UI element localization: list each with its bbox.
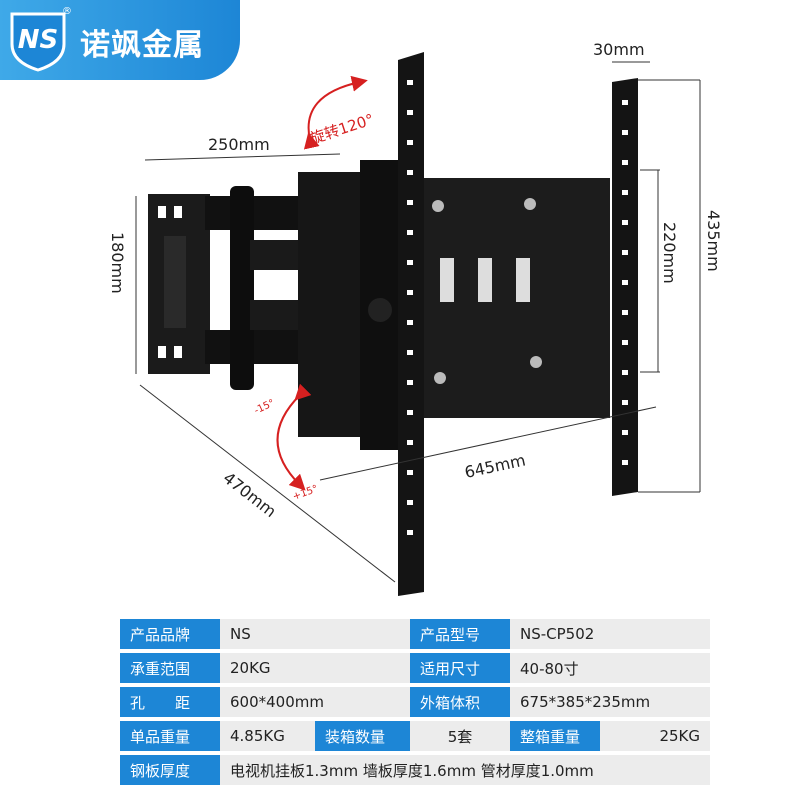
spec-row: 钢板厚度 电视机挂板1.3mm 墙板厚度1.6mm 管材厚度1.0mm [120,755,710,785]
spec-label: 产品品牌 [120,619,220,649]
ns-logo-icon: NS [10,12,66,72]
brand-name: 诺飒金属 [80,28,204,63]
tv-rail-right [612,78,638,496]
spec-value: 电视机挂板1.3mm 墙板厚度1.6mm 管材厚度1.0mm [220,755,710,785]
trademark-mark: ® [62,6,72,17]
dim-220mm: 220mm [660,222,679,284]
dim-645mm: 645mm [463,450,527,481]
svg-text:NS: NS [18,25,59,55]
dim-30mm: 30mm [593,40,645,59]
spec-value: 20KG [220,653,410,683]
product-illustration: 30mm 250mm 180mm 220mm 435mm 645mm 470mm… [108,40,723,596]
dim-180mm: 180mm [108,232,127,294]
spec-value: 25KG [600,721,710,751]
spec-table: 产品品牌 NS 产品型号 NS-CP502 承重范围 20KG 适用尺寸 40-… [120,615,710,789]
spec-value: NS [220,619,410,649]
rotate-label: 旋转120° [308,110,376,148]
spec-label: 产品型号 [410,619,510,649]
spec-label: 适用尺寸 [410,653,510,683]
spec-value: 600*400mm [220,687,410,717]
dim-435mm: 435mm [704,210,723,272]
spec-row: 单品重量 4.85KG 装箱数量 5套 整箱重量 25KG [120,721,710,751]
spec-label: 整箱重量 [510,721,600,751]
spec-row: 产品品牌 NS 产品型号 NS-CP502 [120,619,710,649]
spec-row: 承重范围 20KG 适用尺寸 40-80寸 [120,653,710,683]
rotate-arrow-icon [303,75,368,150]
dim-250mm: 250mm [208,135,270,154]
spec-value: 5套 [410,721,510,751]
tilt-up-label: -15° [253,398,277,417]
swing-arms [205,186,320,390]
center-plate [410,178,610,418]
spec-label: 单品重量 [120,721,220,751]
spec-row: 孔 距 600*400mm 外箱体积 675*385*235mm [120,687,710,717]
spec-value: NS-CP502 [510,619,710,649]
spec-value: 40-80寸 [510,653,710,683]
spec-value: 4.85KG [220,721,315,751]
tilt-arrow-icon [276,383,312,491]
tilt-bracket [298,160,400,450]
tilt-down-label: +15° [291,484,319,503]
brand-banner: NS ® 诺飒金属 [0,0,240,80]
spec-label: 外箱体积 [410,687,510,717]
wall-plate [148,194,210,374]
spec-label: 承重范围 [120,653,220,683]
spec-label: 装箱数量 [315,721,410,751]
dimension-lines [135,61,701,583]
spec-label: 钢板厚度 [120,755,220,785]
spec-label: 孔 距 [120,687,220,717]
dim-470mm: 470mm [220,468,280,521]
spec-value: 675*385*235mm [510,687,710,717]
